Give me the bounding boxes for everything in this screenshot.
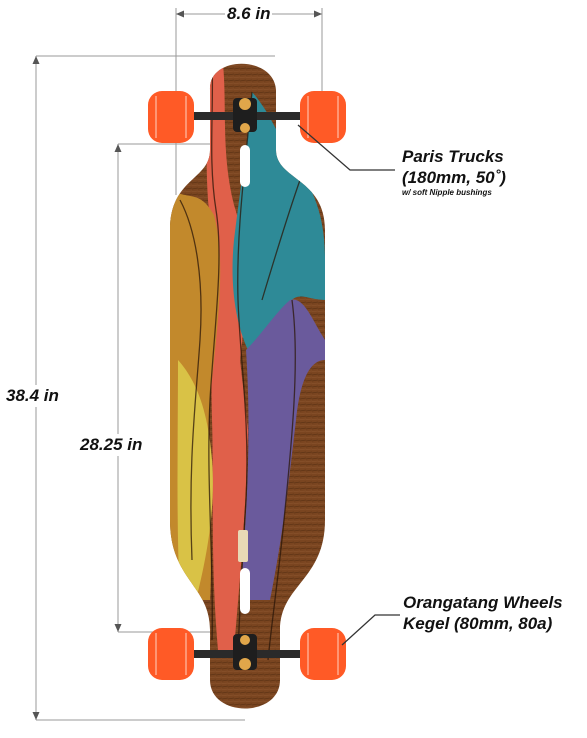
trucks-callout-note: w/ soft Nipple bushings [402, 188, 492, 197]
rear-truck [188, 634, 304, 670]
wheels-callout: Orangatang Wheels Kegel (80mm, 80a) [403, 592, 563, 634]
wheelbase-dimension-label: 28.25 in [80, 434, 143, 456]
deck [170, 63, 325, 709]
trucks-callout-line2: (180mm, 50˚) [402, 168, 506, 187]
trucks-leader-line [297, 124, 395, 171]
trucks-callout-line1: Paris Trucks [402, 147, 504, 166]
rear-right-wheel [300, 628, 346, 680]
front-truck [188, 98, 304, 133]
wheels-callout-line1: Orangatang Wheels [403, 593, 563, 612]
width-dimension-label: 8.6 in [225, 4, 273, 24]
wheels-leader-line [341, 614, 400, 646]
dimension-arrowheads [32, 10, 322, 720]
front-left-wheel [148, 91, 194, 143]
wheels-callout-line2: Kegel (80mm, 80a) [403, 614, 553, 633]
length-dimension-label: 38.4 in [6, 385, 59, 407]
rear-left-wheel [148, 628, 194, 680]
trucks-callout: Paris Trucks (180mm, 50˚) w/ soft Nipple… [402, 146, 506, 198]
front-right-wheel [300, 91, 346, 143]
